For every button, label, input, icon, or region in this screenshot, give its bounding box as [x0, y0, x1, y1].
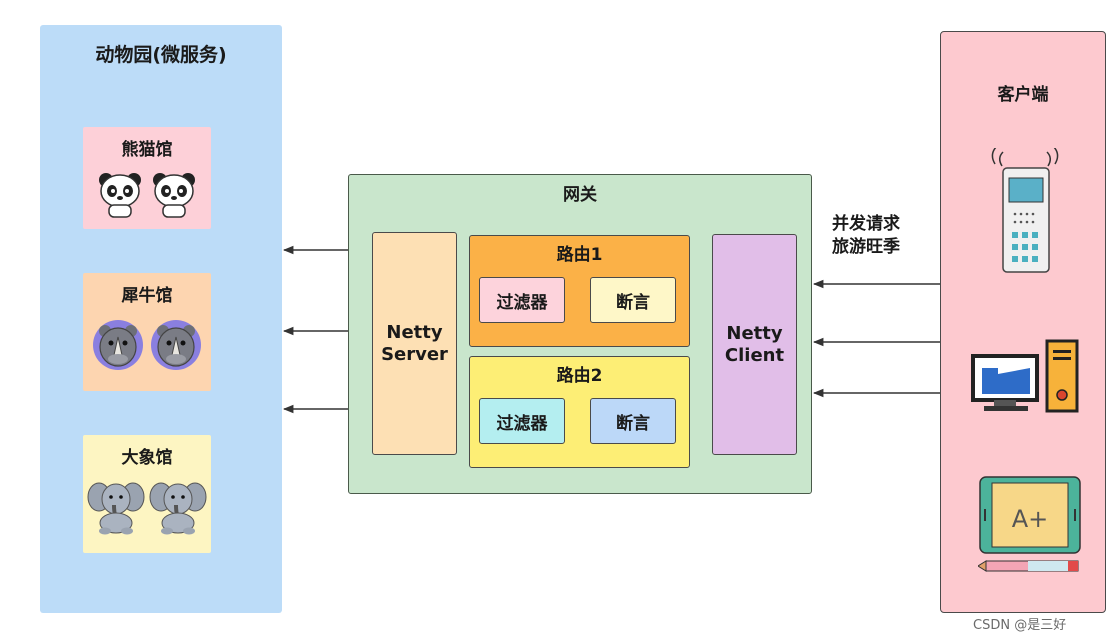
panda-house-label: 熊猫馆	[121, 140, 173, 160]
zoo-title: 动物园(微服务)	[95, 44, 227, 66]
desktop-computer-icon	[970, 338, 1085, 420]
route-2-title: 路由2	[556, 366, 603, 386]
netty-client-label: Netty Client	[724, 322, 785, 366]
tablet-icon: A+	[977, 475, 1084, 579]
elephant-house-label: 大象馆	[121, 448, 173, 468]
request-line-2: 旅游旺季	[832, 237, 900, 257]
route-2-assert-box: 断言	[590, 398, 676, 444]
route-2-assert-label: 断言	[616, 413, 650, 434]
tablet-text: A+	[1012, 505, 1049, 533]
netty-server-label: Netty Server	[381, 321, 448, 365]
rhino-icon	[83, 317, 211, 373]
gateway-title: 网关	[563, 185, 597, 205]
mobile-phone-icon	[985, 145, 1065, 280]
panda-house: 熊猫馆	[83, 127, 211, 229]
route-1-assert-box: 断言	[590, 277, 676, 323]
request-annotation: 并发请求 旅游旺季	[832, 213, 900, 259]
watermark: CSDN @是三好	[973, 618, 1067, 633]
route-2-filter-label: 过滤器	[496, 413, 548, 434]
route-1-assert-label: 断言	[616, 292, 650, 313]
elephant-icon	[83, 479, 211, 535]
rhino-house: 犀牛馆	[83, 273, 211, 391]
client-title: 客户端	[997, 85, 1049, 105]
route-1-filter-box: 过滤器	[479, 277, 565, 323]
route-1-filter-label: 过滤器	[496, 292, 548, 313]
elephant-house: 大象馆	[83, 435, 211, 553]
netty-client-box: Netty Client	[712, 234, 797, 455]
route-2-filter-box: 过滤器	[479, 398, 565, 444]
request-line-1: 并发请求	[832, 214, 900, 234]
netty-server-box: Netty Server	[372, 232, 457, 455]
route-1-title: 路由1	[556, 245, 603, 265]
rhino-house-label: 犀牛馆	[121, 286, 173, 306]
panda-icon	[83, 171, 211, 219]
